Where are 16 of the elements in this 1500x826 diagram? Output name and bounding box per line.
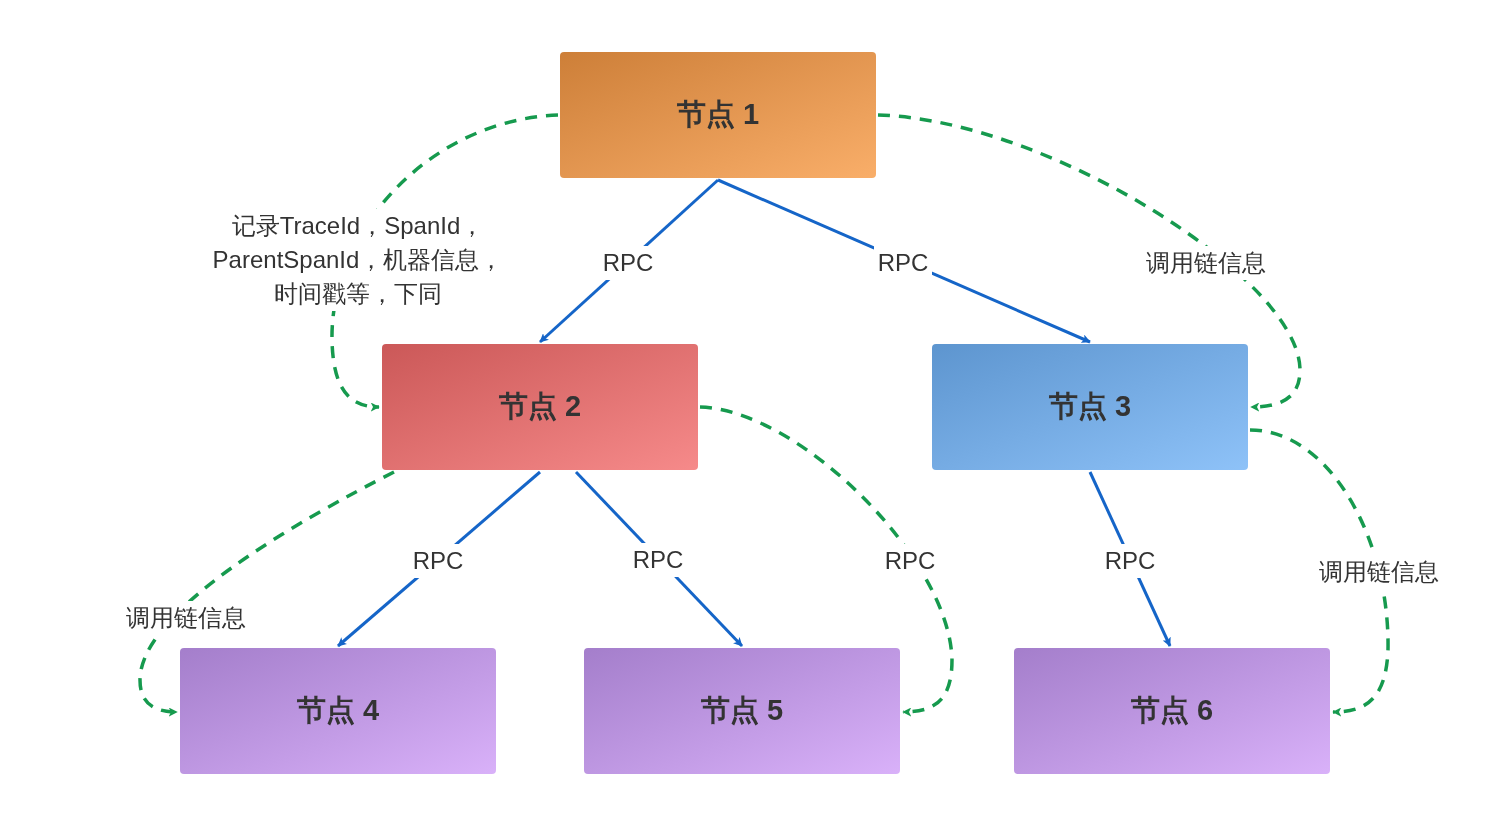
process-box	[382, 344, 698, 470]
node-label: 节点 1	[676, 97, 760, 133]
process-box	[584, 648, 900, 774]
node-label: 节点 6	[1130, 693, 1214, 729]
process-box	[932, 344, 1248, 470]
dashed-arrow	[699, 405, 954, 717]
node-label: 节点 3	[1048, 389, 1132, 425]
node-label: 节点 4	[296, 693, 380, 729]
dashed-arrow	[1249, 428, 1390, 717]
node-label: 节点 2	[498, 389, 582, 425]
dashed-arrow	[877, 113, 1302, 412]
dashed-arrow	[138, 470, 395, 717]
node-label: 节点 5	[700, 693, 784, 729]
process-box	[180, 648, 496, 774]
process-box	[1014, 648, 1330, 774]
process-box	[560, 52, 876, 178]
